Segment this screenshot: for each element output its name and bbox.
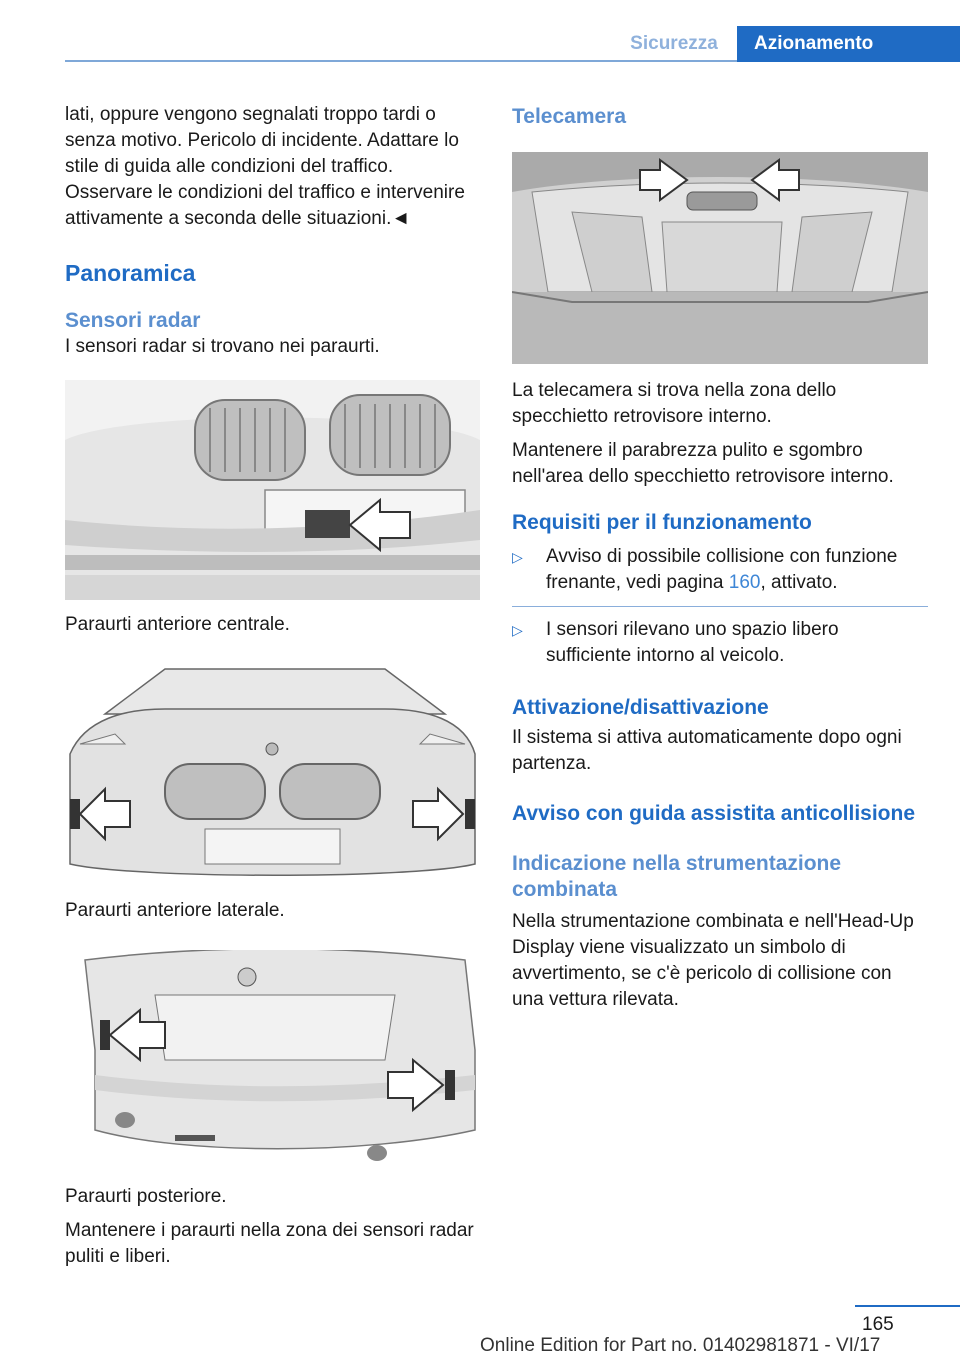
front-bumper-side-figure — [65, 664, 480, 884]
header-rule — [65, 60, 960, 62]
caption-front-center: Paraurti anteriore centrale. — [65, 614, 290, 635]
heading-requisiti: Requisiti per il funzionamento — [512, 511, 812, 534]
tab-azionamento[interactable]: Azionamento — [737, 26, 960, 62]
caption-rear-note: Mantenere i paraurti nella zona dei sens… — [65, 1220, 474, 1267]
requisito-1-text-a: Avviso di possibile collisione con funzi… — [546, 546, 898, 593]
page-link-160[interactable]: 160 — [728, 572, 761, 593]
sensori-text: I sensori radar si trovano nei paraurti. — [65, 336, 380, 357]
indicazione-text: Nella strumentazione combinata e nell'He… — [512, 911, 914, 1010]
heading-attivazione: Attivazione/disattivazione — [512, 696, 769, 719]
intro-paragraph: lati, oppure vengono segnalati troppo ta… — [65, 104, 465, 229]
list-divider — [512, 606, 928, 607]
caption-rear: Paraurti posteriore. — [65, 1186, 227, 1207]
triangle-right-icon: ▷ — [512, 622, 523, 638]
rear-bumper-figure — [65, 950, 480, 1168]
right-column: Telecamera La telecamera si trova nella … — [512, 100, 928, 1013]
heading-indicazione: Indicazione nella strumentazione combina… — [512, 852, 842, 901]
footer-rule — [855, 1305, 960, 1307]
front-bumper-center-figure — [65, 380, 480, 600]
telecamera-text-1: La telecamera si trova nella zona dello … — [512, 380, 837, 427]
heading-telecamera: Telecamera — [512, 105, 627, 128]
edition-text: Online Edition for Part no. 01402981871 … — [480, 1335, 881, 1356]
heading-sensori-radar: Sensori radar — [65, 309, 201, 332]
list-item-text: Avviso di possibile collisione con funzi… — [546, 544, 928, 596]
triangle-right-icon: ▷ — [512, 549, 523, 565]
tab-sicurezza[interactable]: Sicurezza — [630, 33, 718, 54]
heading-avviso: Avviso con guida assistita anticollision… — [512, 802, 915, 825]
camera-figure — [512, 152, 928, 364]
telecamera-text-2: Mantenere il parabrezza pulito e sgombro… — [512, 440, 894, 487]
heading-panoramica: Panoramica — [65, 260, 196, 286]
page-number: 165 — [862, 1314, 894, 1335]
list-item: ▷ I sensori rilevano uno spazio libero s… — [512, 617, 928, 669]
list-item: ▷ Avviso di possibile collisione con fun… — [512, 544, 928, 596]
attivazione-text: Il sistema si attiva automaticamente dop… — [512, 727, 902, 774]
requisito-1-text-b: , attivato. — [760, 572, 838, 593]
requisito-2-text: I sensori rilevano uno spazio libero suf… — [546, 619, 839, 666]
left-column: lati, oppure vengono segnalati troppo ta… — [65, 100, 480, 1270]
caption-front-side: Paraurti anteriore laterale. — [65, 900, 285, 921]
